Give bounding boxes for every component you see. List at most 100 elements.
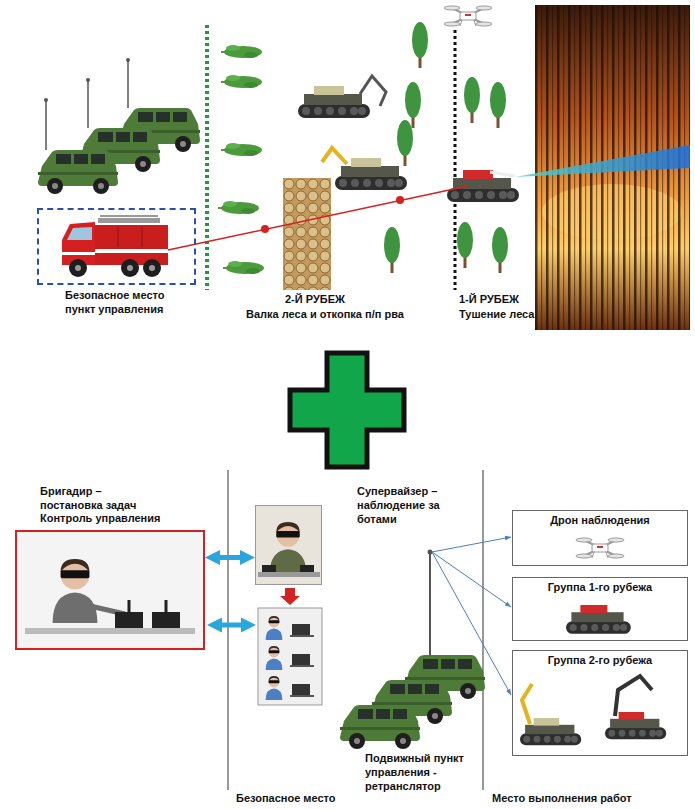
operators-photo — [266, 616, 283, 640]
command-vehicles — [45, 100, 47, 150]
plus-sign — [290, 353, 404, 467]
node-outline: Дрон наблюдения — [512, 510, 688, 566]
radio-link — [432, 537, 511, 695]
drone-icon — [576, 538, 624, 558]
label-slot: Место выполнения работ — [492, 792, 632, 806]
robot-group-box: Группа 2-го рубежа — [512, 650, 688, 756]
foreman-photo — [25, 628, 195, 634]
trees — [218, 22, 508, 274]
trees — [218, 201, 259, 214]
foreman-photo — [17, 532, 203, 648]
operators-photo — [290, 665, 314, 667]
fire-truck — [142, 227, 143, 247]
fire-truck — [127, 265, 133, 271]
robots — [515, 145, 690, 177]
command-vehicles — [44, 98, 48, 102]
radio-link — [432, 537, 511, 552]
robot-icon — [520, 676, 666, 745]
label-slot: 2-Й РУБЕЖ — [285, 293, 345, 307]
node-outline — [37, 208, 196, 285]
robot-icon — [566, 605, 631, 634]
command-vehicles — [38, 150, 118, 194]
fire-truck — [62, 252, 95, 255]
node-text: Супервайзер – наблюдение за ботами — [357, 485, 473, 526]
fire-truck — [149, 265, 155, 271]
fire-truck — [75, 265, 81, 271]
foreman-photo — [53, 559, 98, 623]
log-pile — [283, 178, 331, 290]
trees — [221, 45, 262, 58]
operators-photo — [290, 635, 314, 637]
control-cable — [261, 225, 269, 233]
foreman-photo — [17, 532, 203, 648]
zone-task: Валка леса и откопка п/п рва — [246, 308, 404, 322]
supervisor-photo — [256, 506, 321, 584]
link-arrow — [220, 555, 240, 560]
fire-truck — [100, 215, 158, 217]
fire-truck — [95, 249, 168, 253]
zone-title: 1-Й РУБЕЖ — [459, 293, 519, 307]
mobile-command-post — [428, 550, 433, 555]
command-vehicles — [127, 60, 129, 108]
control-cable — [168, 186, 468, 250]
robots — [298, 86, 370, 118]
drone-group-box: Дрон наблюдения — [512, 510, 688, 566]
safe-zone-box: Безопасное место пункт управления — [37, 208, 196, 317]
zone-caption: Место выполнения работ — [492, 792, 632, 806]
fire-truck — [95, 225, 168, 265]
supervisor-photo — [262, 565, 276, 572]
radio-link — [432, 552, 511, 607]
node-outline — [255, 505, 322, 585]
operators-photo — [258, 608, 322, 705]
foreman-photo — [115, 612, 143, 628]
fire-truck — [143, 259, 161, 277]
foreman-photo — [128, 600, 131, 612]
red-arrow — [280, 588, 300, 605]
trees — [384, 227, 400, 273]
supervisor-photo — [258, 572, 320, 577]
control-cable — [396, 196, 404, 204]
robot-icon — [522, 684, 532, 724]
supervisor-photo — [256, 506, 321, 584]
label-slot: Безопасное место — [236, 792, 336, 806]
trees — [221, 75, 262, 88]
operators-photo — [292, 654, 310, 665]
trees — [457, 222, 473, 268]
fire-truck — [118, 227, 119, 247]
fire-truck — [69, 259, 87, 277]
operators-photo — [292, 624, 310, 635]
command-vehicles — [126, 58, 130, 62]
robots — [490, 172, 515, 176]
fire-truck — [67, 227, 92, 240]
robots — [298, 76, 690, 202]
node-outline: Группа 1-го рубежа — [512, 577, 688, 641]
foreman-photo — [152, 612, 180, 628]
command-vehicles — [38, 58, 200, 194]
zone-caption: Безопасное место — [236, 792, 336, 806]
node-text: Бригадир – постановка задач Контроль упр… — [40, 485, 162, 526]
trees — [412, 22, 428, 68]
zone-divider — [483, 470, 484, 790]
fire-truck — [98, 218, 160, 223]
trees — [464, 77, 480, 123]
node-outline: Группа 2-го рубежа — [512, 650, 688, 756]
fire-truck — [121, 259, 139, 277]
foreman-box: Бригадир – постановка задач Контроль упр… — [15, 485, 205, 650]
command-vehicles — [86, 78, 90, 82]
trees — [397, 120, 413, 166]
robots — [447, 170, 519, 202]
operators-photo — [266, 646, 283, 670]
zone-title: 2-Й РУБЕЖ — [285, 293, 345, 307]
trees — [492, 227, 508, 273]
operators-photo — [266, 676, 283, 700]
command-vehicles — [87, 80, 89, 128]
supervisor-photo — [300, 565, 314, 572]
label-slot: Подвижный пункт управления - ретранслято… — [365, 752, 477, 793]
operators-photo — [258, 608, 322, 705]
trees — [221, 143, 262, 156]
fire-truck — [62, 216, 168, 277]
safe-zone-line — [205, 25, 209, 290]
link-arrow — [222, 623, 241, 628]
zone-task: Тушение леса — [459, 308, 534, 322]
